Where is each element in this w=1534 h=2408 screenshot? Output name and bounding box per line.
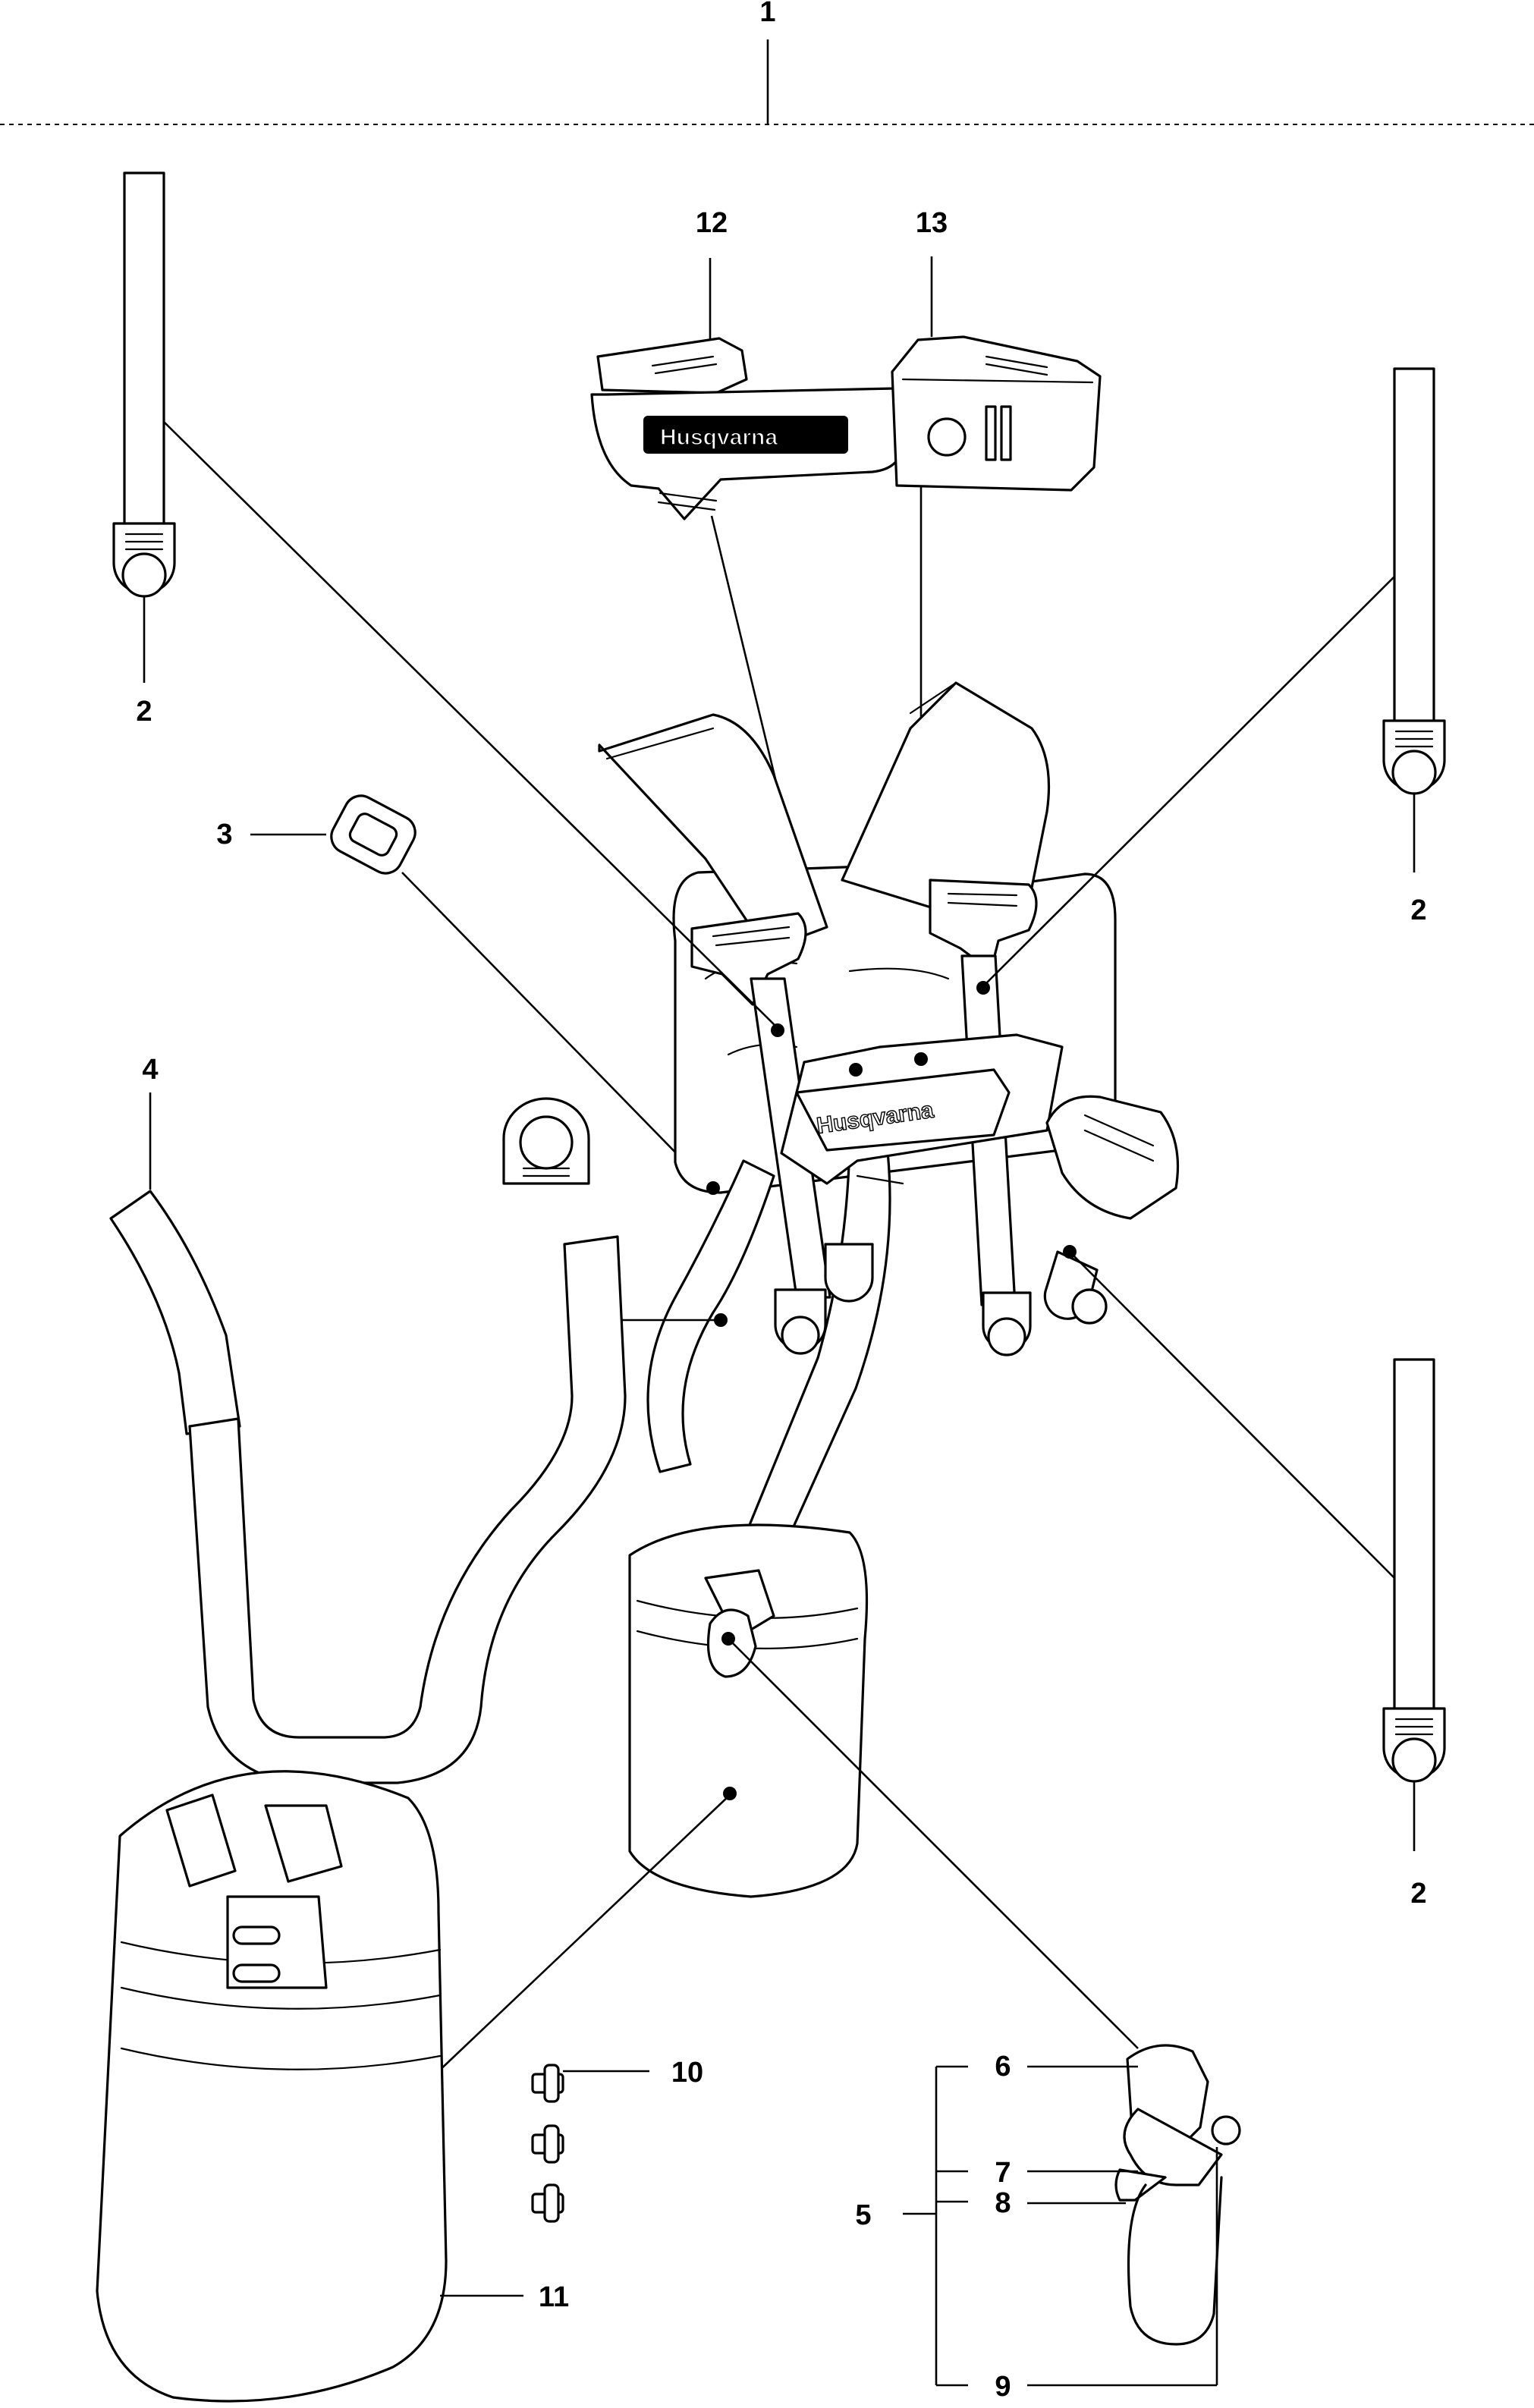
hip-pad-body bbox=[96, 1770, 448, 2403]
center-front-strap bbox=[748, 1136, 891, 1542]
strap-part-right-upper: 2 bbox=[1382, 367, 1446, 926]
hip-strap-4: 4 bbox=[109, 1054, 627, 1784]
callout-10: 10 bbox=[671, 2057, 703, 2089]
shoulder-pad-13: 13 bbox=[891, 207, 1102, 1047]
screw bbox=[531, 2124, 564, 2164]
callout-7: 7 bbox=[995, 2157, 1011, 2189]
hip-strap-pad bbox=[109, 1190, 241, 1435]
hip-pad-11: 11 bbox=[96, 1770, 569, 2403]
assembly-header: 1 bbox=[0, 0, 1534, 125]
hook-clip bbox=[1127, 2176, 1223, 2346]
callout-9: 9 bbox=[995, 2371, 1011, 2403]
hip-pad-assembled bbox=[435, 1523, 1139, 2075]
strap-part-top-left: 2 bbox=[112, 171, 176, 728]
callout-2-right-upper: 2 bbox=[1410, 894, 1426, 926]
hip-strap-band bbox=[188, 1235, 627, 1784]
callout-8: 8 bbox=[995, 2187, 1011, 2219]
hook-screw bbox=[1211, 2115, 1241, 2146]
callout-2-top-left: 2 bbox=[136, 696, 152, 728]
buckle-inner bbox=[348, 813, 398, 857]
hip-pad-body bbox=[628, 1523, 869, 1898]
strap-band bbox=[1393, 367, 1435, 727]
strap-part-right-lower: 2 bbox=[1382, 1358, 1446, 1910]
screws-10: 10 bbox=[531, 2057, 703, 2223]
callout-3: 3 bbox=[216, 819, 232, 850]
strap-band bbox=[1393, 1358, 1435, 1718]
callout-13: 13 bbox=[916, 207, 948, 239]
callout-1: 1 bbox=[759, 0, 775, 28]
pad-brand-plate bbox=[643, 416, 848, 454]
callout-12: 12 bbox=[696, 207, 728, 239]
buckle-3: 3 bbox=[216, 794, 714, 1192]
callout-5: 5 bbox=[855, 2199, 871, 2231]
callout-11: 11 bbox=[539, 2281, 569, 2313]
screw bbox=[531, 2183, 564, 2223]
chest-brand-plate bbox=[795, 1068, 1011, 1152]
pad-brand-text: Husqvarna bbox=[660, 425, 778, 450]
right-shoulder-strap bbox=[841, 681, 1051, 912]
pad-top bbox=[596, 337, 748, 395]
screw bbox=[531, 2064, 564, 2103]
hook-assembly-5: 5 6 7 8 9 bbox=[855, 2044, 1241, 2403]
harness-main: Husqvarna bbox=[163, 421, 1395, 1579]
harness-strap-ends bbox=[774, 1243, 1108, 1356]
shoulder-pad-12: Husqvarna 12 bbox=[590, 207, 909, 1055]
right-side-pad bbox=[1045, 1095, 1180, 1220]
callout-6: 6 bbox=[995, 2051, 1011, 2083]
left-hip-strap bbox=[646, 1159, 775, 1473]
hook-spring bbox=[1114, 2168, 1167, 2202]
strap-band bbox=[123, 171, 165, 531]
callout-2-right-lower: 2 bbox=[1410, 1878, 1426, 1910]
callout-4: 4 bbox=[142, 1054, 158, 1086]
hook-body bbox=[1123, 2108, 1223, 2186]
